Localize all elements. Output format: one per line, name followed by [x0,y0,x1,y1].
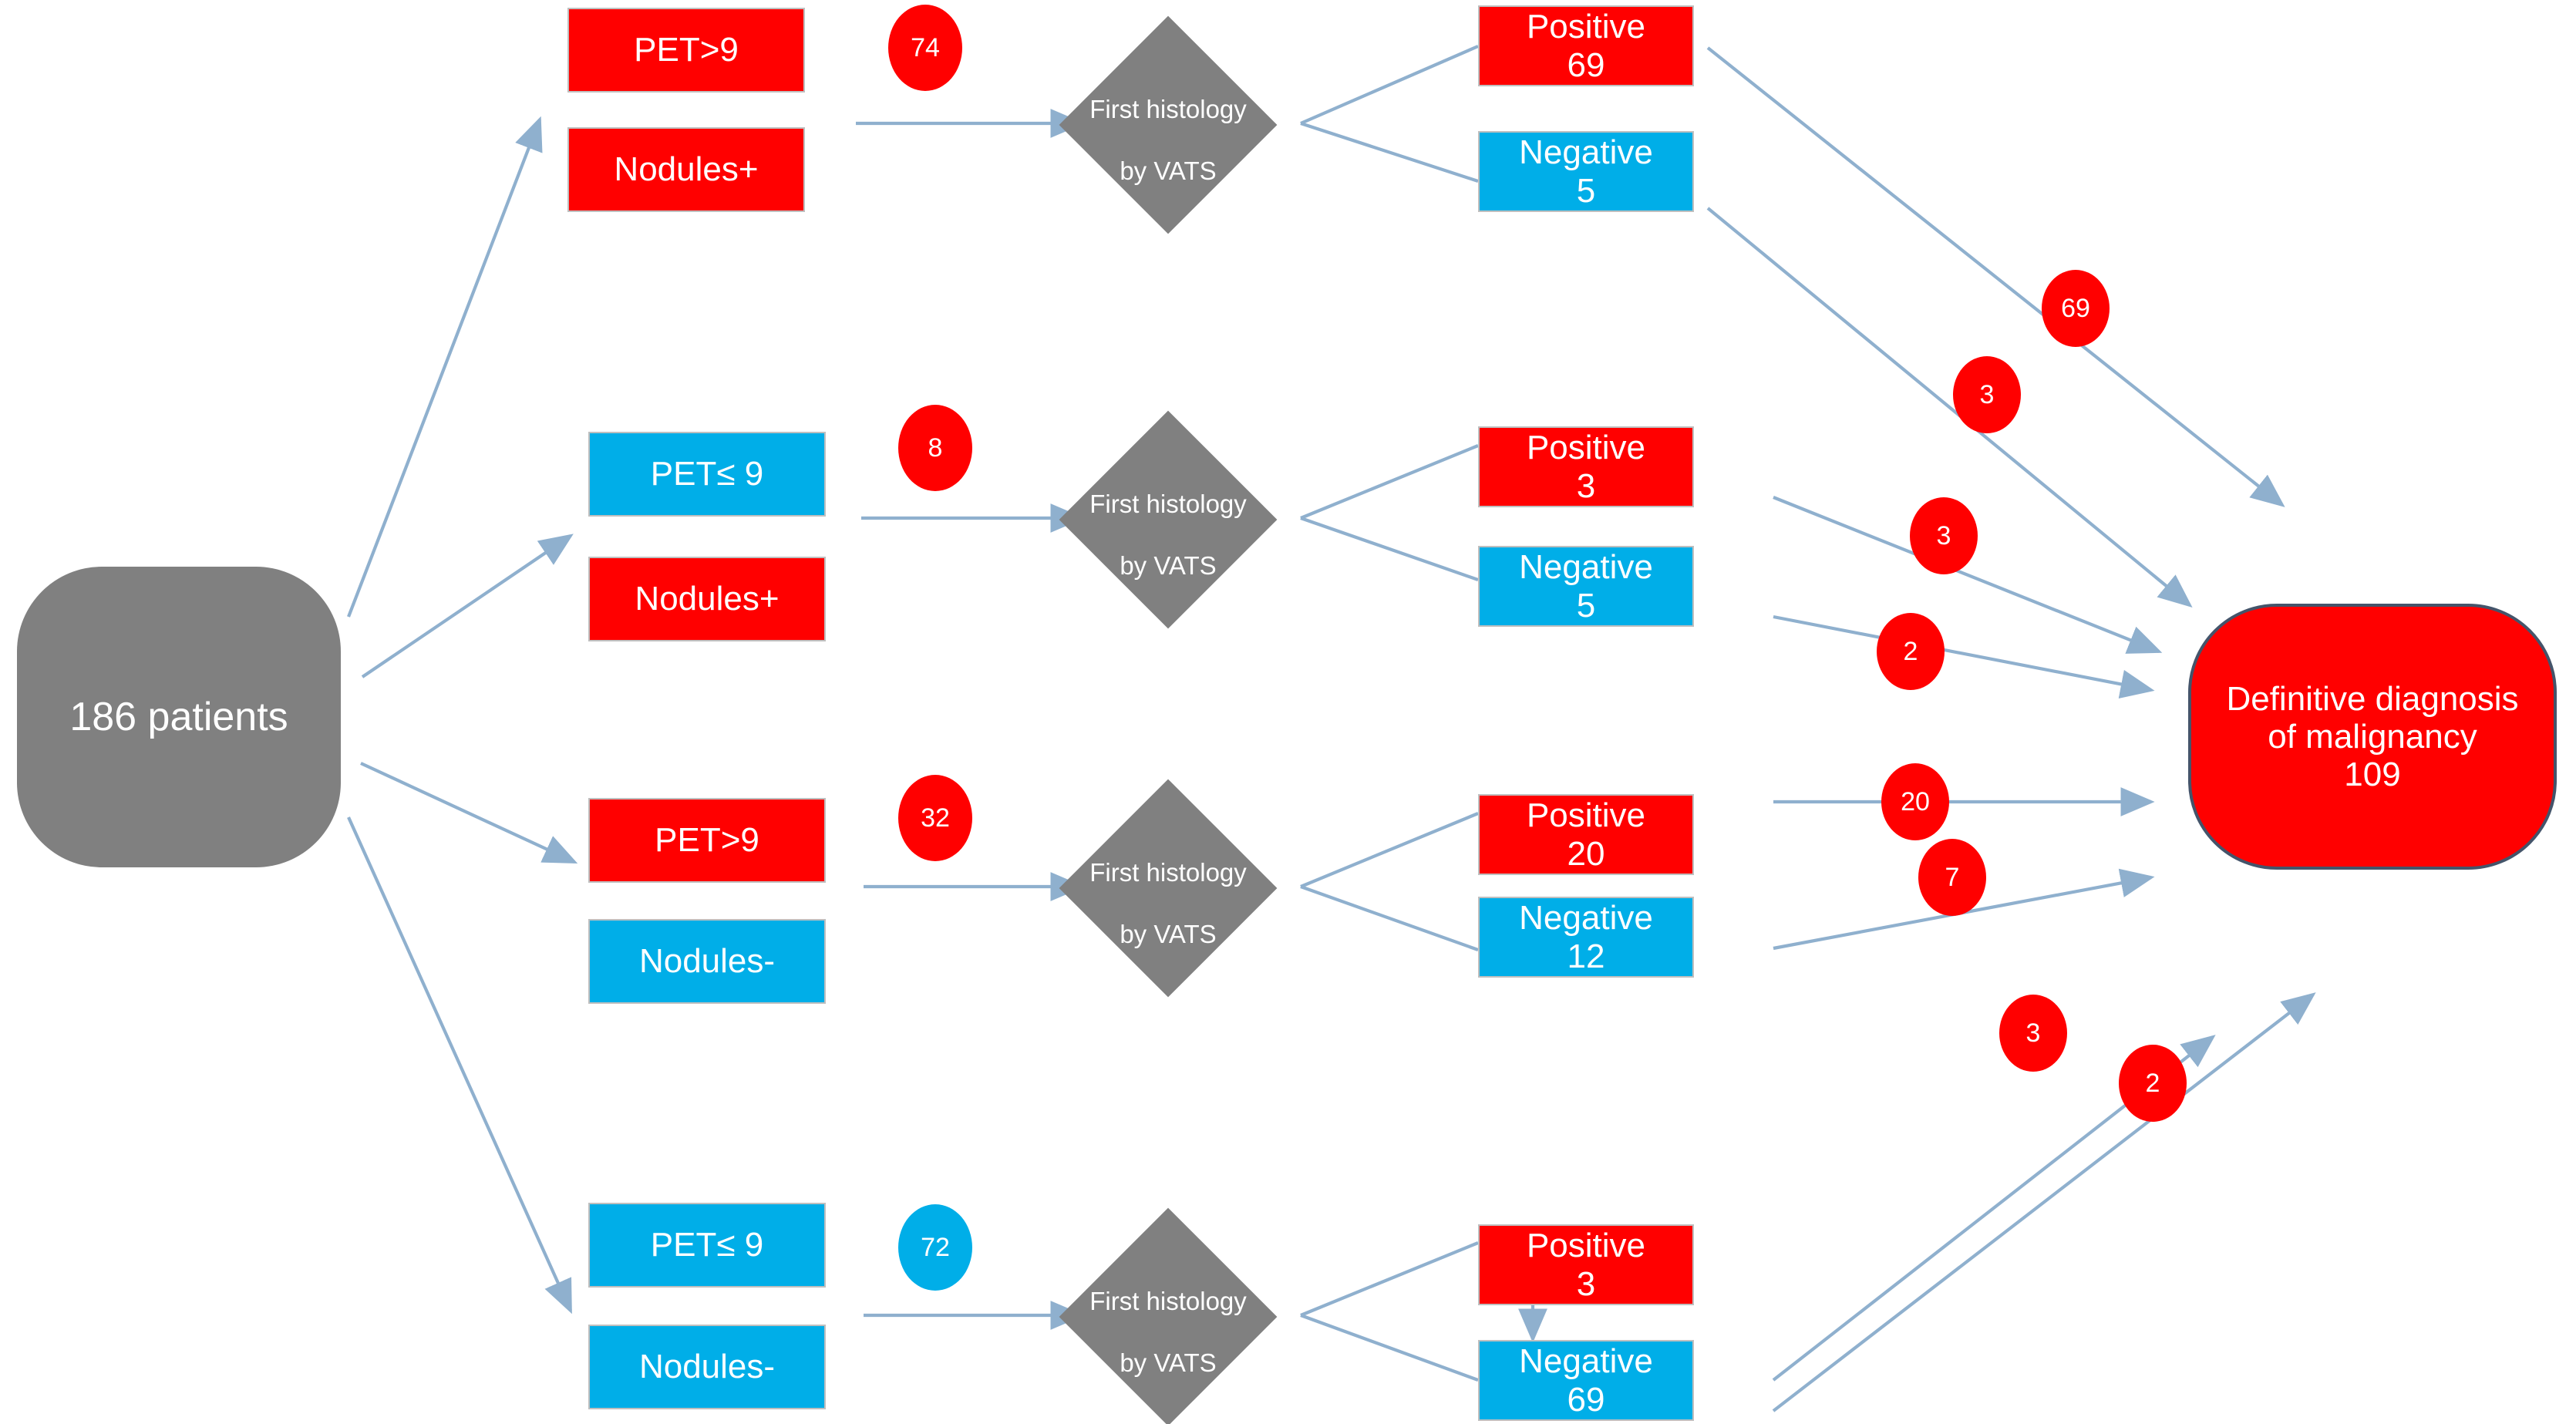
terminal-count-2b[interactable]: 2 [2119,1045,2187,1122]
terminal-count-7-value: 7 [1945,862,1960,892]
branch-4-outcome-negative-label: Negative [1519,1342,1653,1381]
branch-4-outcome-negative[interactable]: Negative 69 [1478,1340,1694,1421]
branch-3-count-bubble[interactable]: 32 [898,775,972,861]
terminal-count-2a[interactable]: 2 [1877,613,1945,690]
branch-4-outcome-negative-value: 69 [1567,1380,1605,1419]
branch-4-decision-diamond[interactable]: First histology by VATS [1059,1207,1278,1424]
terminal-count-2a-value: 2 [1903,636,1918,666]
branch-1-outcome-negative-value: 5 [1576,171,1596,210]
branch-3-outcome-positive-label: Positive [1526,796,1646,835]
branch-3-criteria-0-label: PET>9 [655,821,759,860]
terminal-count-3c-value: 3 [2025,1018,2041,1048]
branch-1-criteria-0[interactable]: PET>9 [567,8,805,93]
branch-4-decision-line1: First histology [1089,1287,1247,1316]
branch-3-outcome-negative-value: 12 [1567,937,1605,975]
terminal-count-20[interactable]: 20 [1881,763,1949,840]
branch-4-decision-label: First histology by VATS [1069,1240,1267,1394]
branch-1-outcome-negative[interactable]: Negative 5 [1478,131,1694,212]
root-label: 186 patients [69,694,288,739]
branch-1-criteria-0-label: PET>9 [634,31,739,69]
terminal-count-3b[interactable]: 3 [1910,497,1978,574]
branch-3-criteria-1[interactable]: Nodules- [588,919,826,1004]
branch-1-decision-line2: by VATS [1120,156,1217,185]
branch-2-decision-diamond[interactable]: First histology by VATS [1059,410,1278,629]
result-line3: 109 [2344,756,2401,794]
branch-2-outcome-positive-value: 3 [1576,466,1596,505]
branch-2-decision-line2: by VATS [1120,550,1217,580]
branch-3-decision-diamond[interactable]: First histology by VATS [1059,779,1278,998]
branch-3-outcome-positive[interactable]: Positive 20 [1478,794,1694,875]
branch-4-count-bubble[interactable]: 72 [898,1204,972,1291]
terminal-count-2b-value: 2 [2145,1068,2160,1098]
root-node-186-patients[interactable]: 186 patients [17,567,341,867]
result-line2: of malignancy [2268,717,2477,756]
branch-1-criteria-1[interactable]: Nodules+ [567,127,805,212]
branch-2-criteria-1-label: Nodules+ [635,580,780,618]
terminal-count-3a[interactable]: 3 [1953,356,2021,433]
branch-4-outcome-positive-value: 3 [1576,1264,1596,1303]
branch-3-outcome-negative[interactable]: Negative 12 [1478,897,1694,978]
branch-1-decision-line1: First histology [1089,95,1247,124]
terminal-count-20-value: 20 [1901,786,1930,816]
branch-2-count-value: 8 [928,433,943,463]
branch-1-count-value: 74 [911,32,940,62]
branch-1-decision-diamond[interactable]: First histology by VATS [1059,15,1278,234]
branch-1-outcome-positive-value: 69 [1567,45,1605,84]
terminal-count-3a-value: 3 [1979,379,1995,409]
branch-4-outcome-positive-label: Positive [1526,1227,1646,1265]
branch-2-criteria-0-label: PET≤ 9 [650,455,764,493]
terminal-count-7[interactable]: 7 [1918,839,1986,916]
branch-4-criteria-0-label: PET≤ 9 [650,1226,764,1264]
branch-2-outcome-positive-label: Positive [1526,429,1646,467]
branch-2-decision-line1: First histology [1089,490,1247,519]
branch-2-count-bubble[interactable]: 8 [898,405,972,491]
branch-3-outcome-positive-value: 20 [1567,834,1605,873]
branch-2-outcome-negative[interactable]: Negative 5 [1478,546,1694,627]
branch-3-outcome-negative-label: Negative [1519,899,1653,938]
branch-4-criteria-1-label: Nodules- [638,1348,776,1386]
branch-2-criteria-0[interactable]: PET≤ 9 [588,432,826,517]
branch-2-outcome-positive[interactable]: Positive 3 [1478,426,1694,507]
branch-3-criteria-1-label: Nodules- [638,942,776,981]
result-node-definitive-diagnosis[interactable]: Definitive diagnosis of malignancy 109 [2188,604,2557,870]
terminal-count-3b-value: 3 [1936,520,1951,550]
branch-3-decision-label: First histology by VATS [1069,811,1267,965]
branch-2-outcome-negative-label: Negative [1519,548,1653,587]
branch-1-decision-label: First histology by VATS [1069,48,1267,202]
branch-1-criteria-1-label: Nodules+ [614,150,759,189]
branch-2-decision-label: First histology by VATS [1069,443,1267,597]
branch-3-count-value: 32 [921,803,950,833]
branch-3-decision-line1: First histology [1089,858,1247,887]
branch-4-criteria-0[interactable]: PET≤ 9 [588,1203,826,1288]
branch-1-count-bubble[interactable]: 74 [888,5,962,91]
branch-3-decision-line2: by VATS [1120,919,1217,948]
branch-2-outcome-negative-value: 5 [1576,586,1596,624]
branch-1-outcome-negative-label: Negative [1519,133,1653,172]
branch-4-outcome-positive[interactable]: Positive 3 [1478,1224,1694,1305]
branch-1-outcome-positive[interactable]: Positive 69 [1478,5,1694,86]
branch-3-criteria-0[interactable]: PET>9 [588,798,826,883]
terminal-count-69-value: 69 [2061,293,2090,323]
branch-4-criteria-1[interactable]: Nodules- [588,1325,826,1409]
terminal-count-3c[interactable]: 3 [1999,995,2067,1072]
branch-1-outcome-positive-label: Positive [1526,8,1646,46]
terminal-count-69[interactable]: 69 [2042,270,2110,347]
branch-4-count-value: 72 [921,1232,950,1262]
branch-2-criteria-1[interactable]: Nodules+ [588,557,826,641]
result-line1: Definitive diagnosis [2226,679,2519,718]
branch-4-decision-line2: by VATS [1120,1348,1217,1377]
